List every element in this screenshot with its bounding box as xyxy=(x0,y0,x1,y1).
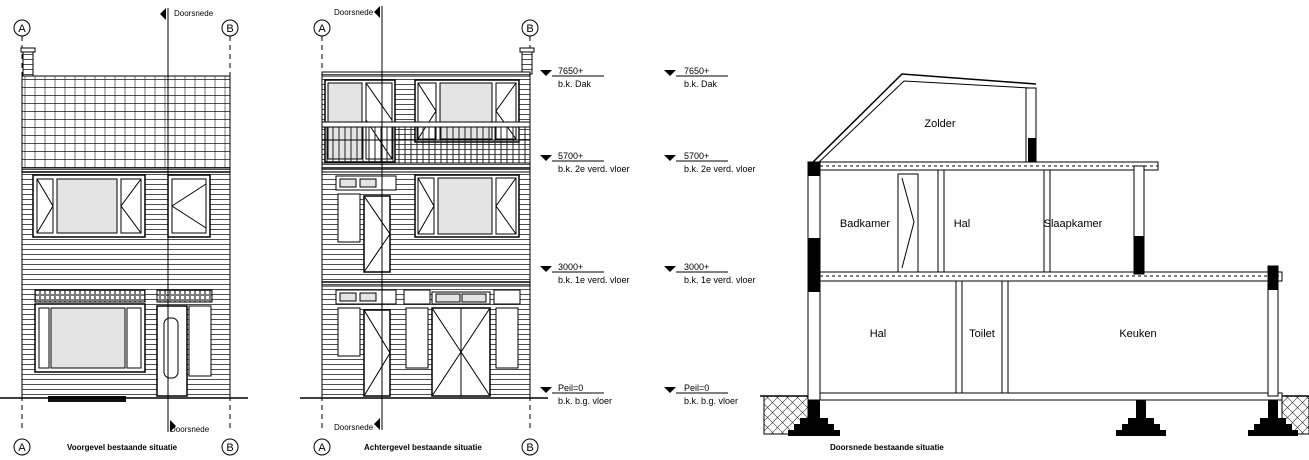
level-value: 7650+ xyxy=(558,66,583,76)
rear-balcony-railing xyxy=(321,121,531,164)
front-upper-window-right xyxy=(167,174,211,238)
gridline-a-label: A xyxy=(318,442,326,454)
foundation-right xyxy=(1248,400,1298,436)
section-line-front: Doorsnede Doorsnede xyxy=(160,8,214,434)
level-marker-dak: 7650+ b.k. Dak xyxy=(664,66,728,89)
section-marker-label: Doorsnede xyxy=(334,423,374,432)
room-keuken: Keuken xyxy=(1119,328,1156,340)
front-upper-window-left xyxy=(32,174,146,238)
level-desc: b.k. b.g. vloer xyxy=(684,396,738,406)
gridline-a-label: A xyxy=(318,23,326,35)
gridline-b-label: B xyxy=(226,23,233,35)
level-desc: b.k. Dak xyxy=(684,79,718,89)
front-roof xyxy=(21,75,231,169)
cross-section: Zolder Badkamer Hal Slaapkamer Hal Toile… xyxy=(760,73,1309,452)
section-marker-label: Doorsnede xyxy=(174,9,214,18)
room-badkamer: Badkamer xyxy=(840,218,890,230)
level-value: 3000+ xyxy=(684,262,709,272)
gridline-b-label: B xyxy=(526,23,533,35)
front-ground-window xyxy=(34,289,146,373)
level-desc: b.k. 2e verd. vloer xyxy=(558,164,630,174)
gridline-b-label: B xyxy=(226,442,233,454)
foundation-middle xyxy=(1116,400,1166,436)
rear-elevation: A A B B xyxy=(300,6,548,456)
section-marker-label: Doorsnede xyxy=(170,425,210,434)
floor-bg xyxy=(807,392,1283,401)
level-marker-dak: 7650+ b.k. Dak xyxy=(540,66,604,89)
level-marker-peil: Peil=0 b.k. b.g. vloer xyxy=(540,383,612,406)
level-desc: b.k. Dak xyxy=(558,79,592,89)
room-toilet: Toilet xyxy=(969,328,995,340)
level-desc: b.k. 1e verd. vloer xyxy=(684,275,756,285)
gridline-a-label: A xyxy=(18,442,26,454)
level-value: 5700+ xyxy=(558,151,583,161)
level-value: 7650+ xyxy=(684,66,709,76)
level-marker-2e: 5700+ b.k. 2e verd. vloer xyxy=(664,151,756,174)
level-marker-peil: Peil=0 b.k. b.g. vloer xyxy=(664,383,738,406)
attic-roof xyxy=(809,73,1037,167)
level-marker-2e: 5700+ b.k. 2e verd. vloer xyxy=(540,151,630,174)
section-line-rear: Doorsnede Doorsnede xyxy=(334,6,383,432)
gridline-a-label: A xyxy=(18,23,26,35)
room-hal-ground: Hal xyxy=(870,328,887,340)
level-markers-right: 7650+ b.k. Dak 5700+ b.k. 2e verd. vloer… xyxy=(664,66,756,406)
level-value: Peil=0 xyxy=(558,383,583,393)
level-markers-left: 7650+ b.k. Dak 5700+ b.k. 2e verd. vloer… xyxy=(540,66,630,406)
level-value: 5700+ xyxy=(684,151,709,161)
caption-front: Voorgevel bestaande situatie xyxy=(67,443,178,452)
room-zolder: Zolder xyxy=(924,118,956,130)
gridline-b-label: B xyxy=(526,442,533,454)
caption-rear: Achtergevel bestaande situatie xyxy=(364,443,482,452)
front-elevation: A A B B xyxy=(0,8,248,456)
caption-section: Doorsnede bestaande situatie xyxy=(830,443,944,452)
room-hal-upper: Hal xyxy=(954,218,971,230)
level-desc: b.k. 1e verd. vloer xyxy=(558,275,630,285)
rear-middle-windows xyxy=(335,174,520,273)
level-value: Peil=0 xyxy=(684,383,709,393)
rear-ground-windows xyxy=(335,289,521,397)
level-value: 3000+ xyxy=(558,262,583,272)
section-marker-label: Doorsnede xyxy=(334,8,374,17)
level-desc: b.k. 2e verd. vloer xyxy=(684,164,756,174)
level-desc: b.k. b.g. vloer xyxy=(558,396,612,406)
foundation-left xyxy=(788,400,840,436)
level-marker-1e: 3000+ b.k. 1e verd. vloer xyxy=(664,262,756,285)
room-slaapkamer: Slaapkamer xyxy=(1044,218,1103,230)
level-marker-1e: 3000+ b.k. 1e verd. vloer xyxy=(540,262,630,285)
